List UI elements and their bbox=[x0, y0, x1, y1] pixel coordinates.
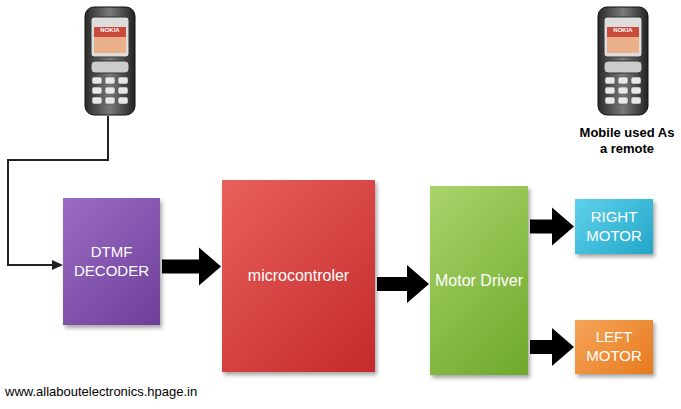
node-label: RIGHT MOTOR bbox=[575, 208, 653, 246]
decoder-box: DTMF DECODER bbox=[63, 198, 160, 325]
driver-box: Motor Driver bbox=[430, 186, 528, 375]
block-arrow bbox=[530, 208, 574, 246]
node-label: LEFT MOTOR bbox=[575, 328, 653, 366]
remote-note: Mobile used As a remote bbox=[578, 125, 676, 158]
node-label: Motor Driver bbox=[435, 271, 523, 291]
block-arrow bbox=[162, 248, 221, 286]
wire-arrowhead bbox=[52, 260, 63, 270]
mobile-phone bbox=[598, 7, 648, 115]
mobile-phone bbox=[85, 7, 135, 115]
block-arrow bbox=[377, 265, 429, 303]
motor-box: LEFT MOTOR bbox=[575, 320, 653, 374]
node-label: microcontroler bbox=[248, 266, 349, 286]
watermark: www.allaboutelectronics.hpage.in bbox=[5, 384, 305, 400]
brand-label: NOKIA bbox=[95, 27, 125, 35]
brand-label: NOKIA bbox=[608, 27, 638, 35]
motor-box: RIGHT MOTOR bbox=[575, 199, 653, 254]
node-label: DTMF DECODER bbox=[63, 243, 160, 281]
block-arrow bbox=[530, 328, 574, 366]
microcontroller-box: microcontroler bbox=[222, 180, 375, 372]
